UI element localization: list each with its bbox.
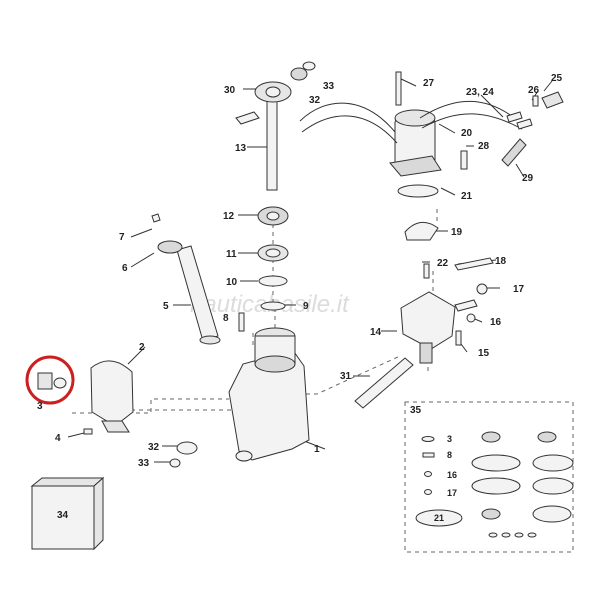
part-30-pin [235, 111, 260, 125]
leader-lines [67, 77, 553, 463]
callout-32-top: 32 [309, 95, 321, 106]
part-21-oring-top [397, 184, 439, 198]
callout-15: 15 [478, 348, 490, 359]
part-10-ring [258, 275, 288, 287]
part-9-oring [260, 301, 286, 311]
part-2-tank [90, 360, 134, 433]
callout-33-bottom: 33 [138, 458, 150, 469]
part-26-pin [532, 95, 539, 107]
part-32-33-washers-top [290, 61, 316, 81]
callout-30: 30 [224, 85, 236, 96]
callout-25: 25 [551, 73, 563, 84]
callout-17: 17 [513, 284, 525, 295]
part-16-check-valve [454, 299, 478, 323]
callout-8: 8 [223, 313, 229, 324]
callout-11: 11 [226, 249, 237, 260]
callout-32-bottom: 32 [148, 442, 160, 453]
part-22-screw [423, 263, 430, 279]
part-12-cap [257, 206, 289, 226]
callout-14: 14 [370, 327, 382, 338]
callout-35: 35 [410, 405, 422, 416]
part-31-rod [354, 357, 414, 409]
part-5-rod [176, 245, 221, 345]
part-19-cover [404, 221, 439, 241]
kit-label-21: 21 [434, 513, 444, 523]
callout-4: 4 [55, 433, 61, 444]
callout-22: 22 [437, 258, 449, 269]
callout-1: 1 [314, 444, 320, 455]
callout-10: 10 [226, 277, 238, 288]
callout-21: 21 [461, 191, 473, 202]
callout-13: 13 [235, 143, 247, 154]
part-1-housing [228, 327, 310, 462]
callout-29: 29 [522, 173, 534, 184]
part-32-33-washers-bottom [169, 441, 198, 468]
callout-28: 28 [478, 141, 490, 152]
callout-26: 26 [528, 85, 540, 96]
part-20-motor [299, 100, 523, 177]
part-25-plug [541, 91, 564, 109]
kit-label-8: 8 [447, 450, 452, 460]
part-27-bolt [395, 71, 402, 106]
callout-20: 20 [461, 128, 473, 139]
callout-31: 31 [340, 371, 352, 382]
part-4-bolt [83, 428, 93, 435]
part-3-highlight [25, 355, 75, 405]
callout-34: 34 [57, 510, 69, 521]
callout-6: 6 [122, 263, 128, 274]
callout-23-24: 23, 24 [466, 87, 494, 98]
part-11-seal [257, 244, 289, 262]
part-6-7-fitting [151, 213, 183, 254]
part-29-spring [501, 138, 527, 167]
kit-label-3: 3 [447, 434, 452, 444]
callout-27: 27 [423, 78, 435, 89]
callout-12: 12 [223, 211, 235, 222]
callout-33-top: 33 [323, 81, 335, 92]
part-13-shaft [254, 81, 292, 191]
callout-18: 18 [495, 256, 507, 267]
kit-labels: 3 8 16 17 21 [434, 434, 457, 523]
kit-label-17: 17 [447, 488, 457, 498]
part-14-pump-body [400, 291, 456, 364]
part-8-screw [238, 312, 245, 332]
part-23-24-leads [506, 111, 533, 130]
part-35-kit-panel [404, 401, 574, 553]
callout-7: 7 [119, 232, 125, 243]
part-18-valve [454, 257, 494, 271]
callout-3: 3 [37, 401, 43, 412]
callout-19: 19 [451, 227, 463, 238]
part-28-connector [460, 150, 468, 170]
part-15-screw [455, 330, 462, 346]
callout-16: 16 [490, 317, 502, 328]
callout-9: 9 [303, 301, 309, 312]
part-34-box [30, 476, 105, 551]
callout-2: 2 [139, 342, 145, 353]
callout-labels: 1 2 3 4 5 6 7 8 9 10 11 12 13 14 15 16 1… [37, 73, 563, 521]
callout-5: 5 [163, 301, 169, 312]
kit-label-16: 16 [447, 470, 457, 480]
part-17-ring [476, 283, 488, 295]
